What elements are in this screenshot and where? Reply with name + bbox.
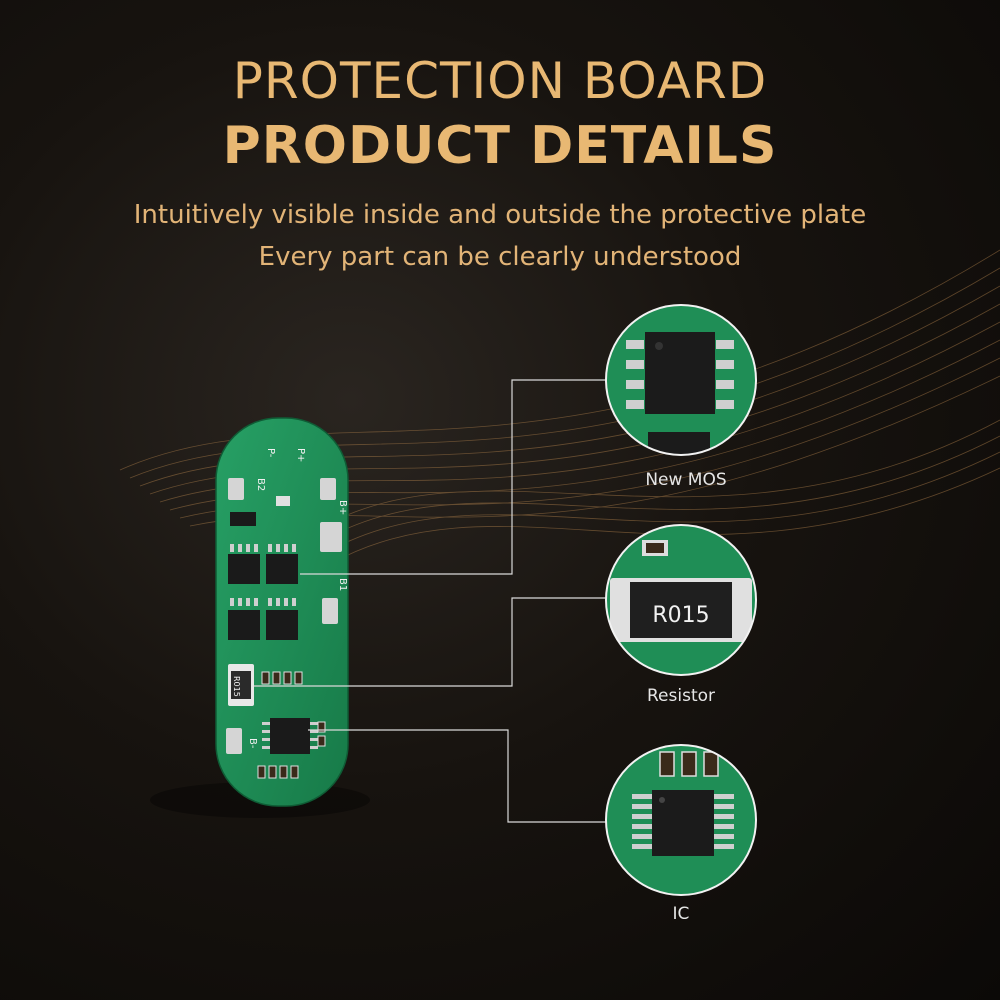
callout-resistor: R015 bbox=[605, 524, 757, 676]
pad-label: B2 bbox=[255, 478, 266, 491]
pad-label: P+ bbox=[295, 448, 306, 462]
mos-chip bbox=[266, 554, 298, 584]
leader-lines bbox=[254, 379, 606, 823]
callout-ic bbox=[605, 744, 757, 896]
callout-label-mos: New MOS bbox=[645, 470, 727, 490]
pad-bminus bbox=[226, 728, 242, 754]
pad-label: B1 bbox=[337, 578, 348, 591]
subtitle-line-1: Intuitively visible inside and outside t… bbox=[133, 200, 867, 230]
resistor-print-label: R015 bbox=[652, 603, 709, 628]
callout-label-resistor: Resistor bbox=[647, 686, 715, 706]
resistor-print: R015 bbox=[232, 676, 241, 697]
pad-label: B+ bbox=[337, 500, 348, 515]
callout-mos bbox=[605, 304, 757, 456]
callout-label-ic: IC bbox=[672, 904, 690, 924]
pcb-board: P- P+ B2 B+ B1 B- R015 bbox=[215, 417, 349, 807]
mos-chip bbox=[266, 610, 298, 640]
subtitle-line-2: Every part can be clearly understood bbox=[258, 242, 742, 272]
pad-bplus bbox=[320, 478, 336, 500]
mos-chip bbox=[228, 610, 260, 640]
pad-label: B- bbox=[247, 738, 258, 749]
pad-b1 bbox=[322, 598, 338, 624]
title-line-2: PRODUCT DETAILS bbox=[222, 116, 778, 176]
mos-chip bbox=[228, 554, 260, 584]
ic-chip bbox=[270, 718, 310, 754]
title-line-1: PROTECTION BOARD bbox=[232, 52, 768, 110]
pad-b2 bbox=[228, 478, 244, 500]
pad-top-left bbox=[320, 522, 342, 552]
pad-label: P- bbox=[265, 448, 276, 458]
